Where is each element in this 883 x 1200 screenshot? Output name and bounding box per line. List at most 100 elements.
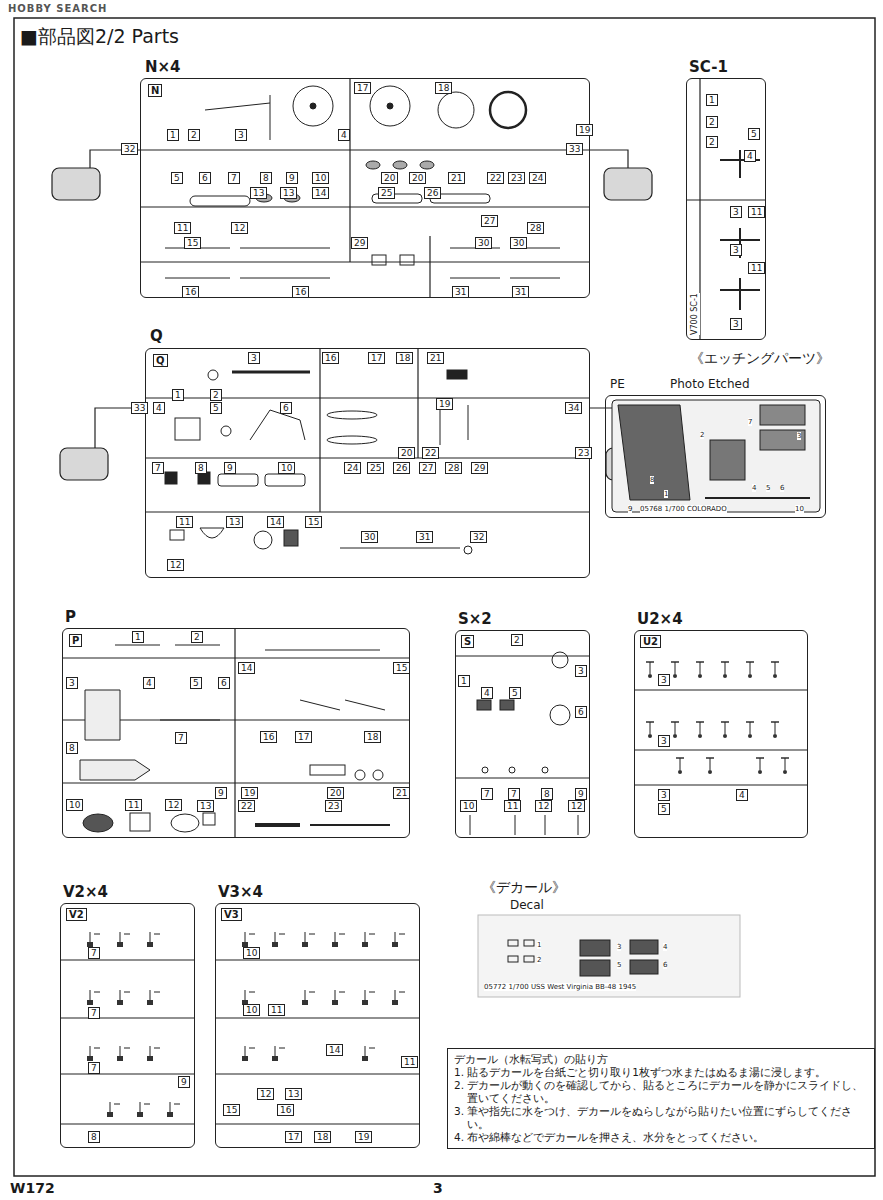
callout-number: 3: [658, 674, 670, 686]
callout-number: 11: [125, 799, 142, 811]
watermark: HOBBY SEARCH: [8, 3, 107, 15]
callout-number: 21: [393, 787, 410, 799]
sprue-letter: V3: [221, 908, 242, 921]
fine-print: 05772 1/700 USS West Virginia BB-48 1945: [484, 983, 636, 991]
callout-number: 18: [314, 1131, 331, 1143]
sprue-heading: P: [63, 608, 78, 626]
callout-number: 12: [257, 1088, 274, 1100]
callout-number: 20: [398, 447, 415, 459]
callout-number: 11: [748, 262, 765, 274]
fine-print: 4: [663, 943, 667, 951]
sprue-heading: U2×4: [635, 610, 685, 628]
callout-number: 24: [344, 462, 361, 474]
callout-number: 19: [241, 787, 258, 799]
sprue-letter: U2: [640, 635, 661, 648]
instruction-step: 3. 筆や指先に水をつけ、デカールをぬらしながら貼りたい位置にずらしてください。: [454, 1105, 868, 1131]
callout-number: 6: [280, 402, 292, 414]
part-shapes: [80, 86, 820, 997]
fine-print: 10: [795, 505, 804, 513]
callout-number: 6: [218, 677, 230, 689]
callout-number: 34: [565, 402, 582, 414]
callout-number: 9: [215, 787, 227, 799]
fine-print: 4: [752, 484, 756, 492]
callout-number: 22: [238, 800, 255, 812]
callout-number: 11: [748, 206, 765, 218]
callout-number: 5: [171, 172, 183, 184]
callout-number: 21: [448, 172, 465, 184]
callout-number: 9: [224, 462, 236, 474]
sprue-heading: 《デカール》: [480, 879, 568, 896]
callout-number: 4: [744, 150, 756, 162]
callout-number: 1: [132, 631, 144, 643]
sprue-letter: P: [69, 634, 82, 647]
callout-number: 18: [364, 731, 381, 743]
instruction-step: 1. 貼るデカールを台紙ごと切り取り1枚ずつ水またはぬるま湯に浸します。: [454, 1066, 868, 1079]
callout-number: 23: [575, 447, 592, 459]
callout-number: 3: [730, 318, 742, 330]
callout-number: 4: [481, 687, 493, 699]
callout-number: 7: [152, 462, 164, 474]
fine-print: 6: [780, 484, 784, 492]
callout-number: 2: [210, 389, 222, 401]
callout-number: 13: [285, 1088, 302, 1100]
callout-number: 19: [436, 398, 453, 410]
sprue-heading: V3×4: [216, 883, 265, 901]
callout-number: 15: [184, 237, 201, 249]
callout-number: 17: [368, 352, 385, 364]
callout-number: 22: [422, 447, 439, 459]
callout-number: 1: [167, 129, 179, 141]
sprue-letter: Q: [153, 354, 168, 367]
callout-number: 4: [143, 677, 155, 689]
sprue-heading: Decal: [508, 898, 546, 913]
callout-number: 17: [285, 1131, 302, 1143]
fine-print: 9: [628, 505, 632, 513]
fine-print: 7: [748, 418, 752, 426]
callout-number: 23: [508, 172, 525, 184]
callout-number: 15: [305, 516, 322, 528]
fine-print: 5: [766, 484, 770, 492]
callout-number: 8: [195, 462, 207, 474]
callout-number: 27: [481, 215, 498, 227]
callout-number: 32: [470, 531, 487, 543]
callout-number: 15: [223, 1104, 240, 1116]
callout-number: 16: [322, 352, 339, 364]
fine-print: 05768 1/700 COLORADO: [640, 505, 727, 513]
callout-number: 2: [188, 129, 200, 141]
sprue-code: V700 SC-1: [690, 293, 700, 335]
callout-number: 11: [504, 800, 521, 812]
fine-print: 6: [663, 961, 667, 969]
callout-number: 21: [427, 352, 444, 364]
callout-number: 23: [325, 800, 342, 812]
sprue-heading: Photo Etched: [668, 377, 752, 392]
sprue-heading: Q: [148, 327, 165, 345]
callout-number: 3: [658, 789, 670, 801]
callout-number: 3: [235, 129, 247, 141]
callout-number: 7: [88, 1062, 100, 1074]
callout-number: 11: [401, 1056, 418, 1068]
callout-number: 10: [243, 947, 260, 959]
callout-number: 10: [312, 172, 329, 184]
callout-number: 17: [295, 731, 312, 743]
fine-print: 1: [664, 490, 668, 498]
callout-number: 3: [730, 244, 742, 256]
page-border: [14, 18, 875, 1176]
callout-number: 28: [445, 462, 462, 474]
callout-number: 12: [167, 559, 184, 571]
sprue-letter: V2: [66, 908, 87, 921]
fine-print: 3: [617, 943, 621, 951]
callout-number: 30: [361, 531, 378, 543]
callout-number: 28: [527, 222, 544, 234]
callout-number: 7: [508, 788, 520, 800]
instruction-step: 4. 布や綿棒などでデカールを押さえ、水分をとってください。: [454, 1131, 868, 1144]
sprue-frame: 《エッチングパーツ》PEPhoto Etched: [605, 395, 826, 518]
callout-number: 13: [280, 187, 297, 199]
sprue-heading: SC-1: [687, 58, 730, 76]
sprue-frame: V2×4V2: [60, 903, 195, 1148]
callout-number: 9: [178, 1076, 190, 1088]
instruction-step: 2. デカールが動くのを確認してから、貼るところにデカールを静かにスライドし、 …: [454, 1079, 868, 1105]
callout-number: 26: [393, 462, 410, 474]
callout-number: 12: [535, 800, 552, 812]
callout-number: 7: [481, 788, 493, 800]
